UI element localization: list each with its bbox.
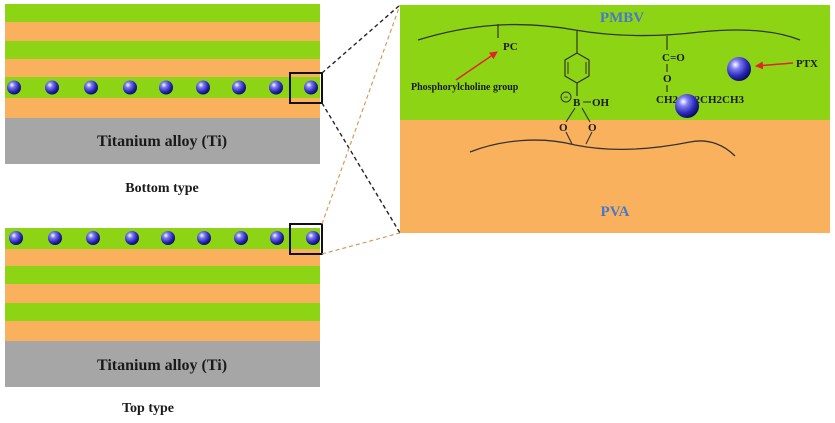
ptx-particle xyxy=(48,231,62,245)
ptx-particle xyxy=(86,231,100,245)
layer-orange xyxy=(5,98,320,118)
ptx-particle xyxy=(269,80,283,95)
layer-orange xyxy=(5,249,320,266)
layer-green xyxy=(5,41,320,59)
ester-o-left: O xyxy=(559,122,568,134)
ptx-particle xyxy=(159,80,173,95)
substrate-label: Titanium alloy (Ti) xyxy=(97,357,227,374)
substrate-label: Titanium alloy (Ti) xyxy=(97,133,227,150)
ptx-particle xyxy=(197,231,211,245)
o-pva-bond xyxy=(565,131,573,145)
ptx-particle xyxy=(161,231,175,245)
hydroxyl-label: OH xyxy=(592,97,610,109)
ptx-particle xyxy=(270,231,284,245)
zoom-connectors xyxy=(321,4,401,255)
top-type-caption: Top type xyxy=(122,401,174,416)
pva-backbone xyxy=(469,139,736,157)
o-pva-bond xyxy=(585,131,593,145)
ptx-label: PTX xyxy=(796,58,818,70)
layer-green xyxy=(5,266,320,284)
carbonyl-label: C=O xyxy=(662,52,685,64)
pva-region xyxy=(400,120,830,233)
ptx-particle xyxy=(234,231,248,245)
butyl-label: CH2CH2CH2CH3 xyxy=(656,94,745,106)
ptx-particles-row xyxy=(9,231,320,245)
boron-o-bond xyxy=(581,107,591,123)
ptx-particle xyxy=(9,231,23,245)
layer-orange xyxy=(5,22,320,41)
ptx-particle xyxy=(232,80,246,95)
layer-green xyxy=(5,4,320,22)
ester-o-right: O xyxy=(588,122,597,134)
boron-label: B xyxy=(573,97,581,109)
pmbv-label: PMBV xyxy=(600,10,644,26)
ptx-particle xyxy=(84,80,98,95)
ptx-arrow xyxy=(755,61,794,70)
phosphorylcholine-arrow xyxy=(455,51,498,81)
layer-orange xyxy=(5,59,320,77)
zoom-line xyxy=(321,4,401,225)
ptx-particle xyxy=(45,80,59,95)
ptx-particles-row xyxy=(7,80,318,95)
pmbv-backbone xyxy=(417,23,801,41)
ptx-particle xyxy=(123,80,137,95)
zoom-line xyxy=(321,4,401,74)
layer-orange xyxy=(5,284,320,303)
pc-label: PC xyxy=(503,41,518,53)
ptx-particle xyxy=(125,231,139,245)
zoom-region-box xyxy=(289,72,323,104)
zoom-region-box xyxy=(289,223,323,255)
phosphorylcholine-label: Phosphorylcholine group xyxy=(411,82,519,93)
ptx-particle xyxy=(727,57,751,81)
zoom-line xyxy=(321,232,401,255)
charge-sign: − xyxy=(563,92,568,102)
bottom-type-panel: Titanium alloy (Ti) Bottom type xyxy=(5,4,323,196)
pva-label: PVA xyxy=(601,204,630,220)
layer-orange xyxy=(5,321,320,341)
negative-charge-icon xyxy=(560,91,572,103)
titanium-substrate xyxy=(5,118,320,164)
zoom-line xyxy=(321,102,401,234)
titanium-substrate xyxy=(5,341,320,387)
bottom-type-caption: Bottom type xyxy=(125,181,199,196)
top-type-panel: Titanium alloy (Ti) Top type xyxy=(5,223,323,416)
layer-green xyxy=(5,303,320,321)
detail-panel: PMBV PVA PC Phosphorylcholine group − B … xyxy=(400,5,830,233)
ptx-particle xyxy=(304,80,318,95)
ptx-particle xyxy=(7,80,21,95)
ptx-particle xyxy=(675,94,699,118)
ptx-particle xyxy=(196,80,210,95)
boron-o-bond xyxy=(565,107,576,123)
ptx-particle xyxy=(306,231,320,245)
ester-o-label: O xyxy=(663,73,672,85)
